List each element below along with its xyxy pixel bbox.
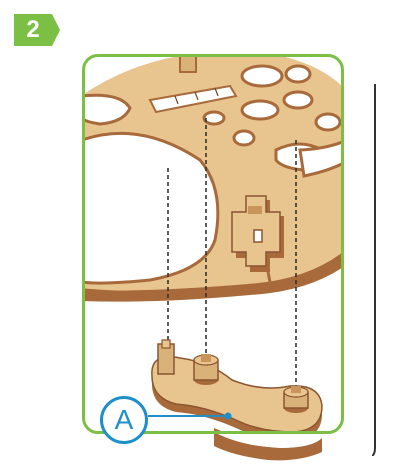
side-divider	[372, 84, 377, 456]
step-badge: 2	[14, 14, 60, 46]
step-number: 2	[14, 14, 52, 46]
illustration-frame	[82, 54, 344, 434]
part-label-a: A	[100, 396, 148, 444]
base-piece-overhang	[214, 432, 322, 460]
